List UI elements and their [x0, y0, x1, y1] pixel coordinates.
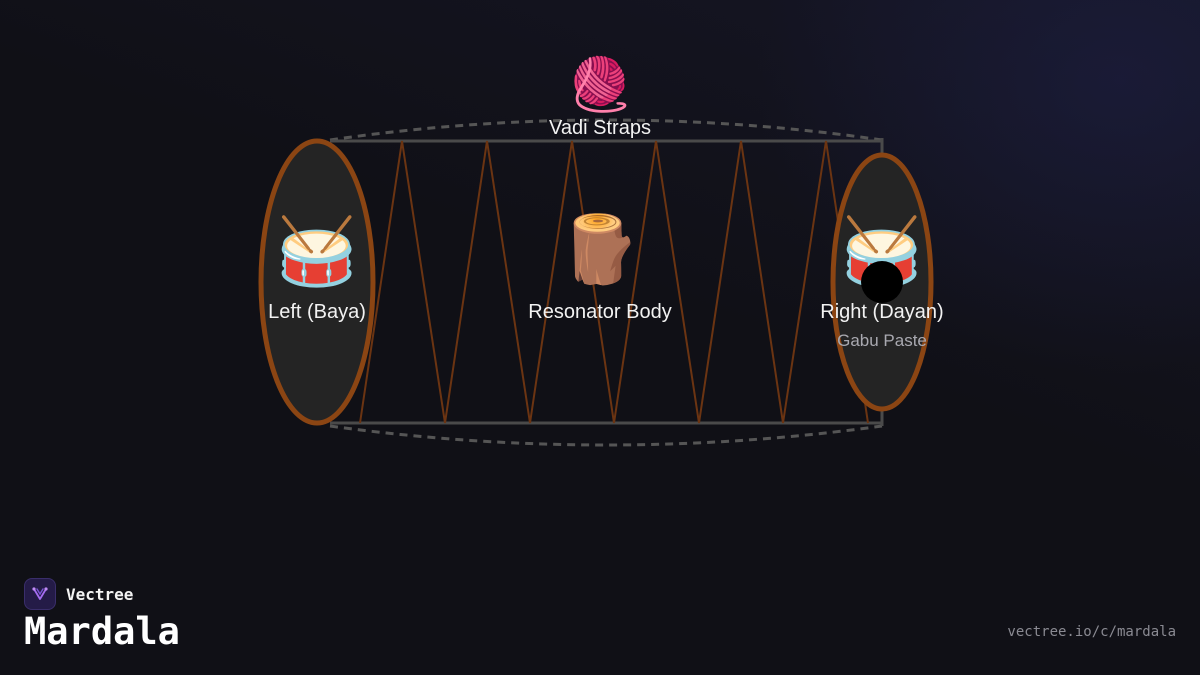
- left-head-label: Left (Baya): [268, 301, 366, 323]
- strap-arc-bottom: [329, 424, 883, 447]
- vectree-logo-icon: [24, 578, 56, 610]
- lacing-zigzag: [359, 140, 869, 424]
- strap-arc-top: [329, 118, 883, 142]
- wood-log-icon: 🪵: [559, 212, 641, 287]
- paste-label: Gabu Paste: [837, 331, 927, 350]
- left-drum-head: [258, 138, 376, 426]
- gabu-paste-dot: [861, 261, 903, 303]
- right-head-label: Right (Dayan): [820, 301, 943, 323]
- yarn-icon: 🧶: [568, 54, 633, 114]
- brand: Vectree: [24, 577, 133, 611]
- lacing-pattern: [359, 140, 869, 424]
- brand-name: Vectree: [66, 584, 134, 604]
- body-label: Resonator Body: [528, 301, 671, 323]
- straps-label: Vadi Straps: [549, 117, 651, 139]
- page-url[interactable]: vectree.io/c/mardala: [1007, 624, 1176, 640]
- page-title: Mardala: [24, 610, 180, 653]
- left-drum-icon: 🥁: [276, 214, 359, 289]
